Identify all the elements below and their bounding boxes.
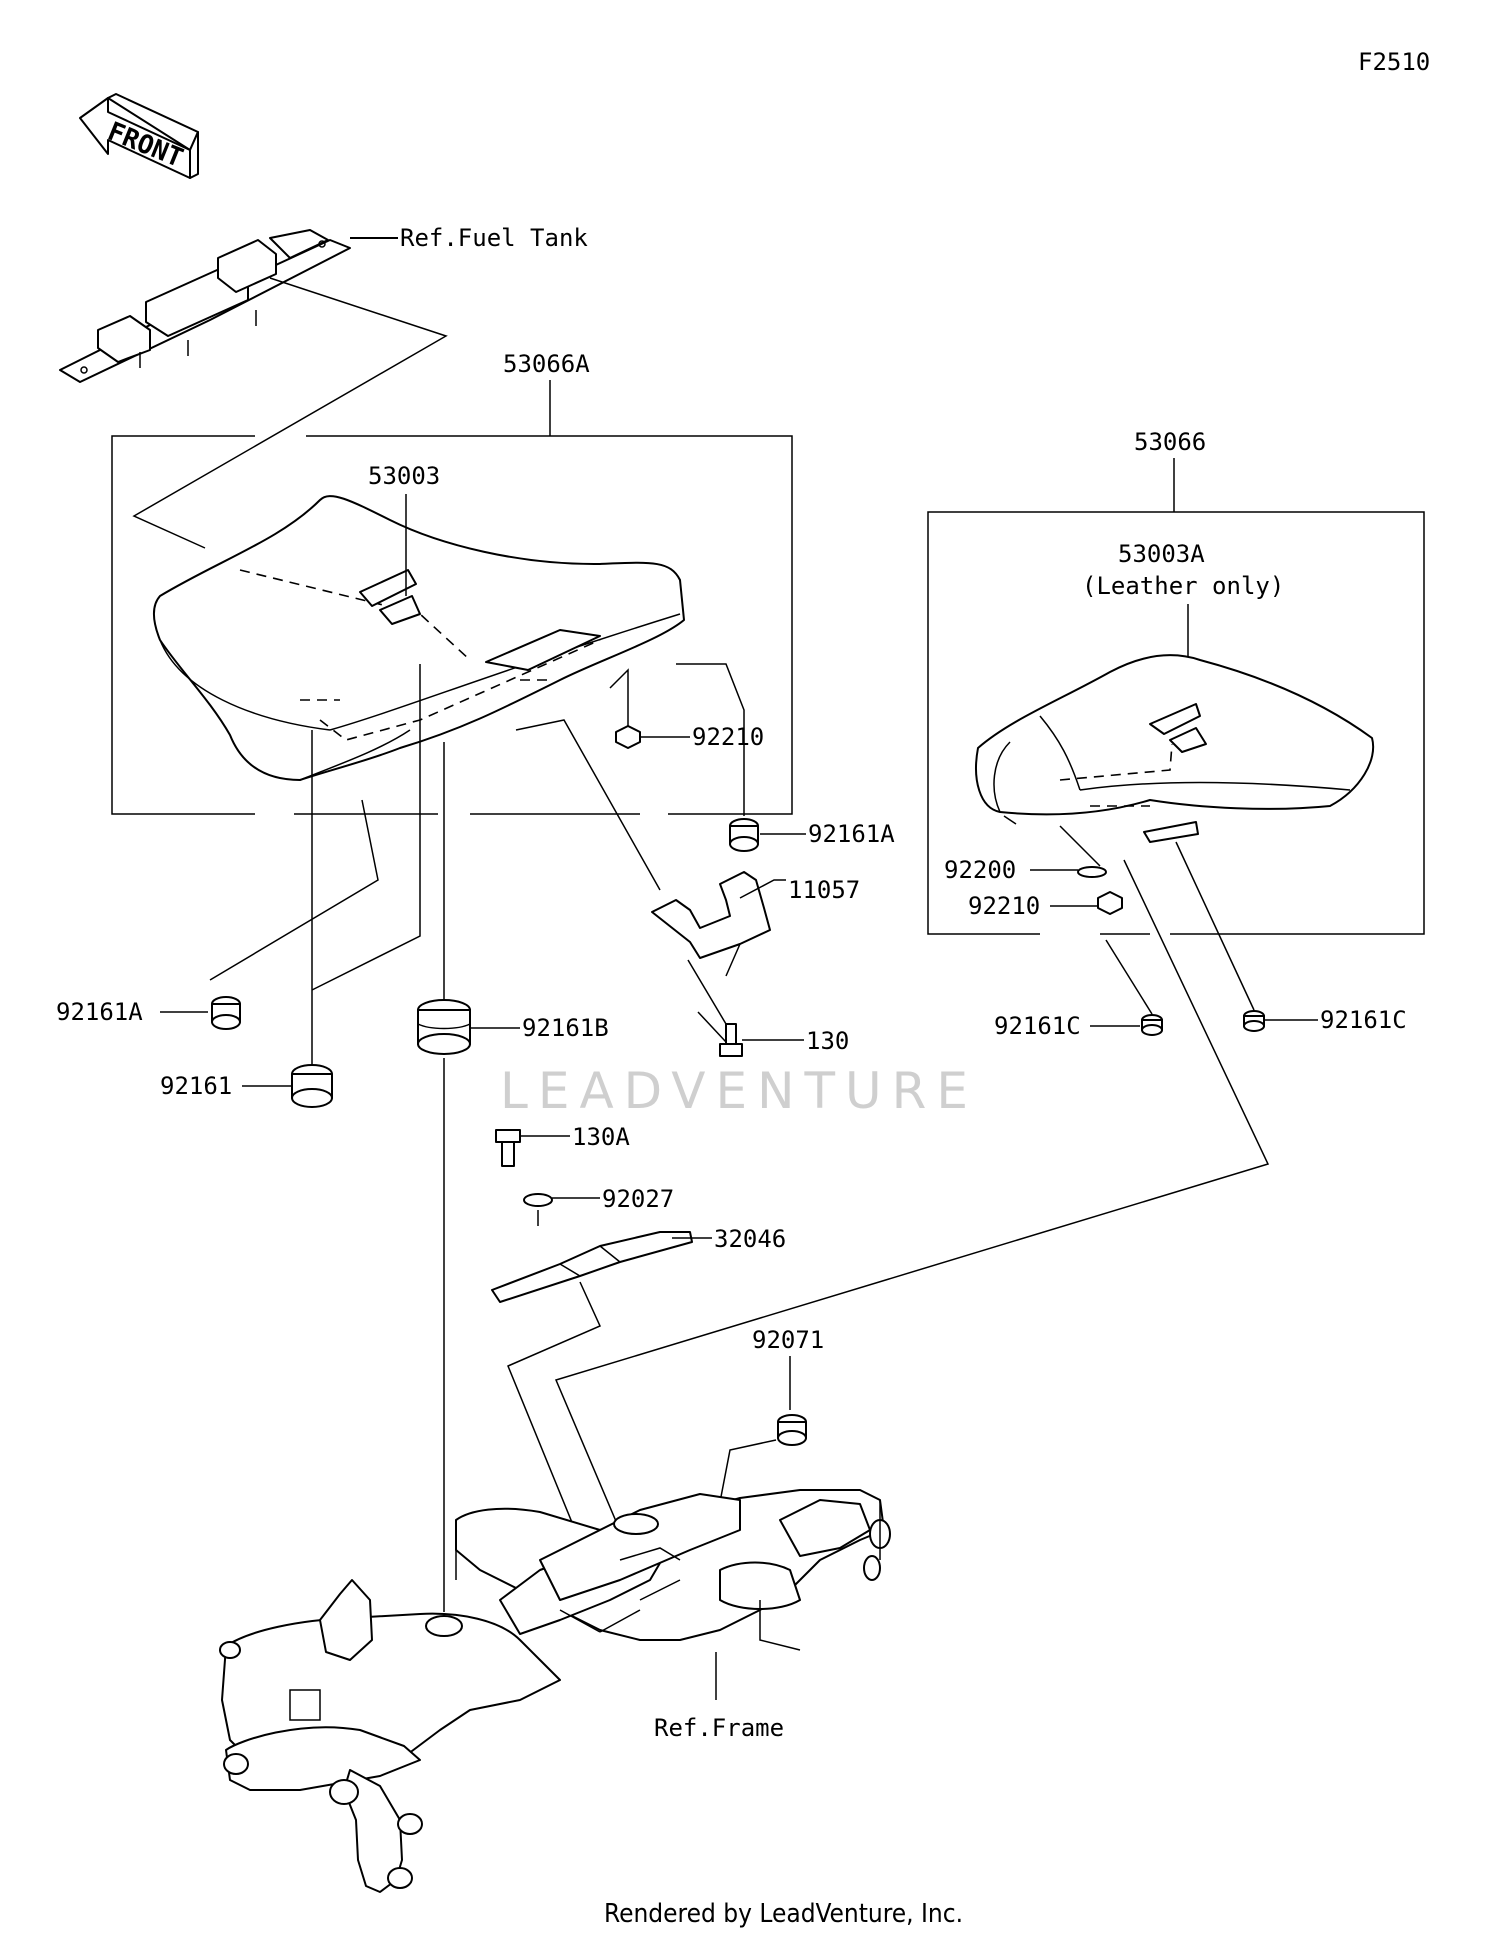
collar-icon — [523, 1193, 553, 1207]
footer-credit: Rendered by LeadVenture, Inc. — [604, 1899, 963, 1929]
rider-seat-assy-label: 53066A — [503, 350, 590, 378]
damper-a-right-label: 92161A — [808, 820, 895, 848]
plate-32046 — [491, 1231, 693, 1303]
pillion-seat — [975, 654, 1375, 843]
bolt-130a-icon — [495, 1129, 521, 1167]
plate-label: 32046 — [714, 1225, 786, 1253]
damper-frame-icon — [777, 1414, 807, 1446]
nut-pillion-icon — [1097, 891, 1123, 915]
front-arrow-icon: FRONT — [79, 93, 199, 179]
damper-a-right-icon — [729, 818, 759, 852]
bolt-label: 130 — [806, 1027, 849, 1055]
frame — [219, 1489, 891, 1893]
watermark: LEADVENTURE — [500, 1062, 978, 1120]
pillion-seat-cover-label: 53003A — [1118, 540, 1205, 568]
washer-icon — [1077, 866, 1107, 878]
pillion-seat-assy-label: 53066 — [1134, 428, 1206, 456]
bracket-label: 11057 — [788, 876, 860, 904]
bolt-a-label: 130A — [572, 1123, 630, 1151]
damper-plain-label: 92161 — [160, 1072, 232, 1100]
collar-label: 92027 — [602, 1185, 674, 1213]
damper-frame-label: 92071 — [752, 1326, 824, 1354]
nut-pillion-label: 92210 — [968, 892, 1040, 920]
rider-seat-cover-label: 53003 — [368, 462, 440, 490]
nut-icon — [615, 725, 641, 749]
rider-seat — [153, 495, 685, 781]
ref-fuel-tank-label: Ref.Fuel Tank — [400, 224, 588, 252]
damper-c-right-label: 92161C — [1320, 1006, 1407, 1034]
bolt-130-icon — [719, 1023, 743, 1057]
damper-b-icon — [417, 999, 471, 1055]
washer-pillion-label: 92200 — [944, 856, 1016, 884]
damper-c-right-icon — [1243, 1010, 1265, 1032]
ref-frame-label: Ref.Frame — [654, 1714, 784, 1742]
damper-a-left-icon — [211, 996, 241, 1030]
damper-b-label: 92161B — [522, 1014, 609, 1042]
fuel-tank-bracket — [59, 229, 351, 383]
pillion-cover-note: (Leather only) — [1082, 572, 1284, 600]
figure-code: F2510 — [1358, 48, 1430, 76]
damper-plain-icon — [291, 1064, 333, 1108]
damper-c-left-label: 92161C — [994, 1012, 1081, 1040]
damper-c-left-icon — [1141, 1014, 1163, 1036]
bracket-11057 — [651, 871, 771, 977]
damper-a-left-label: 92161A — [56, 998, 143, 1026]
nut-seat-label: 92210 — [692, 723, 764, 751]
